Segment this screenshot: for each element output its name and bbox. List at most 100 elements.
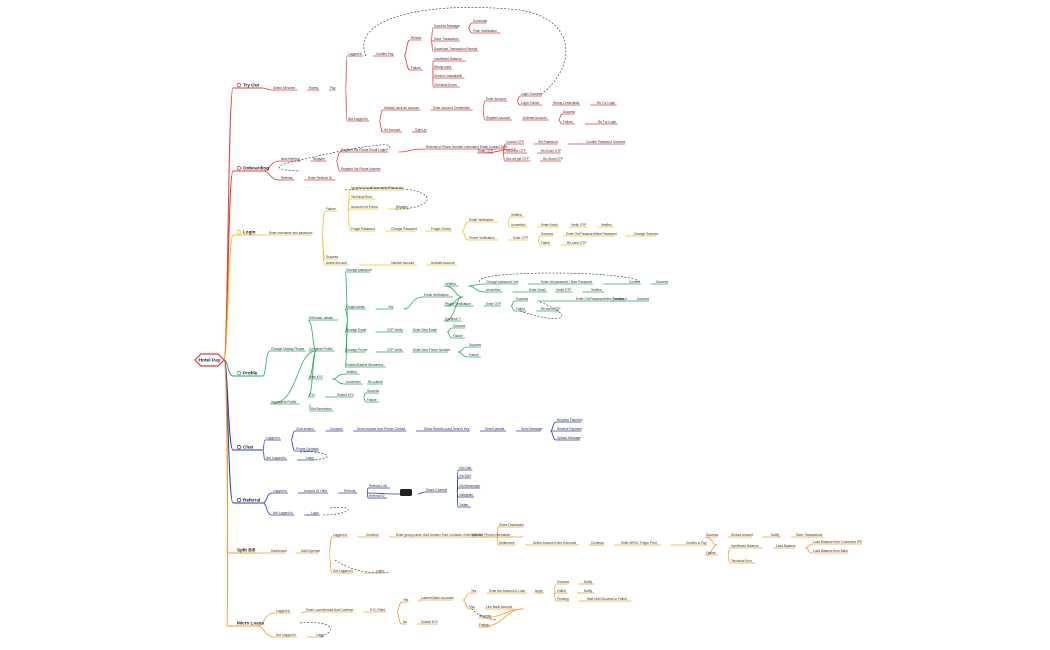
node-label[interactable]: Technical Error	[731, 559, 753, 563]
node-label[interactable]: Referral Link	[369, 484, 387, 488]
node-label[interactable]: Load Balance from Connected IPS	[813, 540, 862, 544]
branch-label[interactable]: Referral	[243, 498, 260, 503]
node-label[interactable]: Set Password	[538, 140, 558, 144]
node-label[interactable]: KYC Filled	[370, 608, 385, 612]
node-label[interactable]: Correct OTP	[506, 140, 524, 144]
node-label[interactable]: Pay	[330, 86, 336, 90]
node-label[interactable]: Success	[563, 110, 575, 114]
node-label[interactable]: Inactive Account	[391, 261, 414, 265]
node-label[interactable]: Failure	[453, 334, 463, 338]
node-label[interactable]: Add Expense	[301, 549, 320, 553]
node-label[interactable]: Success	[479, 614, 491, 618]
node-label[interactable]: Success	[367, 389, 379, 393]
node-label[interactable]: Logged In	[266, 436, 280, 440]
node-label[interactable]: Failed	[541, 241, 550, 245]
node-label[interactable]: Success	[656, 280, 668, 284]
node-label[interactable]: Submit KYC	[421, 620, 439, 624]
node-label[interactable]: Continue	[366, 533, 379, 537]
node-label[interactable]: Change Password	[391, 227, 417, 231]
branch-label[interactable]: Micro Loans	[237, 621, 265, 626]
node-label[interactable]: Did not get OTP	[506, 157, 529, 161]
node-label[interactable]: Notify	[584, 580, 593, 584]
node-label[interactable]: Apply	[535, 589, 543, 593]
node-label[interactable]: Success	[706, 533, 718, 537]
node-label[interactable]: Via Chat	[459, 466, 471, 470]
branch-label[interactable]: Profile	[243, 371, 258, 376]
root-node[interactable]: Hotel Pay	[194, 353, 225, 367]
node-label[interactable]: Via Messenger	[459, 484, 481, 488]
node-label[interactable]: Yes	[388, 305, 394, 309]
node-label[interactable]: Pending	[557, 597, 569, 601]
node-label[interactable]: Select Services	[273, 86, 295, 90]
node-label[interactable]: Register Via Phone Email Login	[341, 148, 386, 152]
branch-label[interactable]: Login	[243, 230, 256, 235]
node-label[interactable]: Enter the Amount of Loan	[489, 589, 525, 593]
branch-label[interactable]: Chat	[243, 445, 254, 450]
node-label[interactable]: Continue Y	[445, 317, 462, 321]
node-label[interactable]: Chat section	[296, 427, 314, 431]
node-label[interactable]: Verified	[445, 282, 456, 286]
node-label[interactable]: Share Dashboard	[499, 523, 524, 527]
node-label[interactable]: Upload Message	[557, 436, 581, 440]
node-label[interactable]: Not Logged In	[273, 511, 293, 515]
branch-label[interactable]: Onboarding	[243, 166, 269, 171]
node-label[interactable]: Request Payment	[557, 418, 582, 422]
node-label[interactable]: Login	[306, 456, 314, 460]
node-label[interactable]: Amount Of Offer	[304, 489, 328, 493]
node-label[interactable]: Settlement	[499, 541, 514, 545]
node-label[interactable]: Load Balance	[776, 544, 796, 548]
node-label[interactable]: Confirm Password	[586, 140, 612, 144]
node-label[interactable]: KYC	[309, 393, 316, 397]
node-label[interactable]: Confirm	[629, 280, 641, 284]
node-label[interactable]: Technical Error	[351, 195, 373, 199]
node-label[interactable]: Complete Profile	[309, 347, 333, 351]
node-label[interactable]: Enter OTP	[478, 149, 493, 153]
node-label[interactable]: Failure	[706, 551, 716, 555]
node-label[interactable]: Verify OTP	[556, 288, 571, 292]
node-label[interactable]: Not Logged In	[348, 117, 368, 121]
node-label[interactable]: Save Transaction	[434, 37, 459, 41]
node-label[interactable]: Yes	[471, 589, 477, 593]
node-label[interactable]: Enable/Disable Biometrics	[346, 363, 384, 367]
node-label[interactable]: Logged In	[276, 609, 290, 613]
node-label[interactable]: Instagram	[459, 493, 474, 497]
node-label[interactable]: Not Logged In	[266, 456, 286, 460]
node-label[interactable]: Verify OTP	[571, 223, 586, 227]
node-label[interactable]: Re-submit	[368, 380, 383, 384]
node-label[interactable]: Phone Verification	[469, 236, 495, 240]
node-label[interactable]: Download	[473, 19, 487, 23]
node-label[interactable]: Login	[376, 569, 384, 573]
node-label[interactable]: Success	[557, 580, 569, 584]
node-label[interactable]: Set Biometrics	[311, 407, 332, 411]
node-label[interactable]: Load Balance from Bank	[813, 549, 848, 553]
node-label[interactable]: Email Verification	[469, 218, 494, 222]
node-label[interactable]: Success	[516, 297, 528, 301]
node-label[interactable]: Not Logged In	[333, 569, 353, 573]
node-label[interactable]: View KYC	[309, 375, 324, 379]
node-label[interactable]: Link Bank Account	[486, 605, 512, 609]
node-label[interactable]: Show Results using Search Key	[424, 427, 470, 431]
node-label[interactable]: Re-Send OTP	[543, 157, 563, 161]
node-label[interactable]: Success	[541, 232, 553, 236]
node-label[interactable]: Verified	[511, 213, 522, 217]
node-label[interactable]: Send request from Phone Contact	[357, 427, 405, 431]
node-label[interactable]: Register	[313, 157, 326, 161]
node-label[interactable]: Enter MPIN / Finger Print	[621, 541, 657, 545]
node-label[interactable]: Register Via Phone Number	[341, 167, 382, 171]
node-label[interactable]: Deduct Amount	[731, 533, 753, 537]
branch-label[interactable]: Try Out	[243, 83, 260, 88]
node-label[interactable]: Referral ID	[369, 494, 385, 498]
node-label[interactable]: Insufficient Balance	[731, 544, 759, 548]
node-label[interactable]: Phone Verification	[445, 302, 471, 306]
node-label[interactable]: Failed	[557, 589, 566, 593]
node-label[interactable]: Logged In	[348, 52, 362, 56]
node-label[interactable]: Forgot Admin	[346, 305, 365, 309]
node-label[interactable]: Enter Email	[529, 288, 546, 292]
node-label[interactable]: Success Message	[434, 24, 460, 28]
node-label[interactable]: Change Display Picture	[271, 347, 305, 351]
node-label[interactable]: Success	[453, 324, 465, 328]
node-label[interactable]: Save Transactions	[796, 533, 823, 537]
node-label[interactable]: Re Try Login	[597, 101, 615, 105]
node-label[interactable]: Success	[326, 255, 338, 259]
node-label[interactable]: Sign Up	[415, 128, 427, 132]
